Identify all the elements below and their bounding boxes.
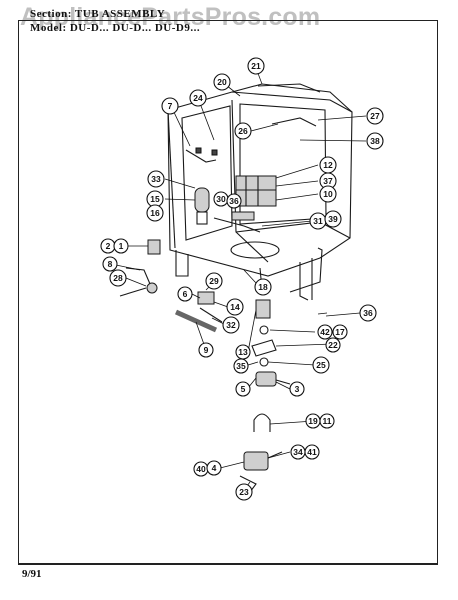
svg-text:8: 8 xyxy=(108,259,113,269)
callout-10: 10 xyxy=(319,185,337,203)
svg-text:20: 20 xyxy=(217,77,227,87)
svg-text:42: 42 xyxy=(320,327,330,337)
callout-12: 12 xyxy=(319,156,337,174)
callout-4: 4 xyxy=(206,460,222,476)
callout-8: 8 xyxy=(102,256,118,272)
svg-text:17: 17 xyxy=(335,327,345,337)
svg-text:11: 11 xyxy=(323,416,332,426)
svg-text:40: 40 xyxy=(196,464,206,474)
svg-text:26: 26 xyxy=(238,126,248,136)
callout-1: 1 xyxy=(113,238,129,254)
callout-19: 19 xyxy=(305,413,321,429)
svg-text:4: 4 xyxy=(212,463,217,473)
svg-text:5: 5 xyxy=(241,384,246,394)
callout-3: 3 xyxy=(289,381,305,397)
callout-24: 24 xyxy=(189,89,207,107)
svg-text:33: 33 xyxy=(151,174,161,184)
svg-text:15: 15 xyxy=(150,194,160,204)
section-title: Section: TUB ASSEMBLY xyxy=(30,8,166,20)
svg-text:27: 27 xyxy=(370,111,380,121)
svg-text:1: 1 xyxy=(119,241,124,251)
callout-39: 39 xyxy=(324,210,342,228)
callout-42: 42 xyxy=(317,324,333,340)
callout-30: 30 xyxy=(213,191,229,207)
callout-2: 2 xyxy=(100,238,116,254)
svg-text:16: 16 xyxy=(150,208,160,218)
left-parts xyxy=(119,239,223,333)
svg-text:10: 10 xyxy=(323,189,333,199)
model-line: Model: DU-D... DU-D... DU-D9... xyxy=(30,22,201,34)
svg-text:25: 25 xyxy=(316,360,326,370)
svg-text:41: 41 xyxy=(307,447,317,457)
footer-rule xyxy=(18,564,438,565)
callout-32: 32 xyxy=(222,316,240,334)
svg-text:12: 12 xyxy=(323,160,333,170)
callout-41: 41 xyxy=(304,444,320,460)
svg-text:18: 18 xyxy=(258,282,268,292)
svg-text:21: 21 xyxy=(251,61,261,71)
callout-35: 35 xyxy=(233,358,249,374)
callout-7: 7 xyxy=(161,97,179,115)
svg-text:34: 34 xyxy=(293,447,303,457)
callout-28: 28 xyxy=(109,269,127,287)
callout-23: 23 xyxy=(235,483,253,501)
page-border xyxy=(18,20,438,564)
svg-text:37: 37 xyxy=(323,176,333,186)
callout-17: 17 xyxy=(332,324,348,340)
callout-36: 36 xyxy=(359,304,377,322)
callout-34: 34 xyxy=(290,444,306,460)
callout-21: 21 xyxy=(247,57,265,75)
svg-text:22: 22 xyxy=(328,340,338,350)
svg-text:9: 9 xyxy=(204,345,209,355)
svg-text:14: 14 xyxy=(230,302,240,312)
callout-31: 31 xyxy=(309,212,327,230)
callout-6: 6 xyxy=(177,286,193,302)
svg-text:24: 24 xyxy=(193,93,203,103)
callout-18: 18 xyxy=(254,278,272,296)
callout-13: 13 xyxy=(235,344,251,360)
callout-36b: 36 xyxy=(226,193,242,209)
svg-text:23: 23 xyxy=(239,487,249,497)
callout-26: 26 xyxy=(234,122,252,140)
callout-38: 38 xyxy=(366,132,384,150)
callout-5: 5 xyxy=(235,381,251,397)
callout-40: 40 xyxy=(193,461,209,477)
svg-text:36: 36 xyxy=(229,196,239,206)
svg-text:13: 13 xyxy=(238,347,248,357)
callout-22: 22 xyxy=(325,337,341,353)
svg-text:38: 38 xyxy=(370,136,380,146)
callout-9: 9 xyxy=(198,342,214,358)
svg-text:28: 28 xyxy=(113,273,123,283)
watermark: AppliancePartsPros.com xyxy=(20,3,321,31)
callout-25: 25 xyxy=(312,356,330,374)
revision-date: 9/91 xyxy=(22,568,42,580)
callout-20: 20 xyxy=(213,73,231,91)
svg-text:19: 19 xyxy=(308,416,318,426)
svg-text:30: 30 xyxy=(216,194,226,204)
callout-11: 11 xyxy=(319,413,335,429)
svg-text:31: 31 xyxy=(313,216,323,226)
svg-text:7: 7 xyxy=(168,101,173,111)
callout-29: 29 xyxy=(205,272,223,290)
callout-16: 16 xyxy=(146,204,164,222)
svg-text:6: 6 xyxy=(183,289,188,299)
svg-text:2: 2 xyxy=(106,241,111,251)
svg-text:3: 3 xyxy=(295,384,300,394)
svg-text:32: 32 xyxy=(226,320,236,330)
callout-27: 27 xyxy=(366,107,384,125)
svg-text:35: 35 xyxy=(236,361,246,371)
svg-text:29: 29 xyxy=(209,276,219,286)
lower-parts xyxy=(239,299,291,493)
callout-14: 14 xyxy=(226,298,244,316)
callout-33: 33 xyxy=(147,170,165,188)
svg-text:39: 39 xyxy=(328,214,338,224)
svg-text:36: 36 xyxy=(363,308,373,318)
